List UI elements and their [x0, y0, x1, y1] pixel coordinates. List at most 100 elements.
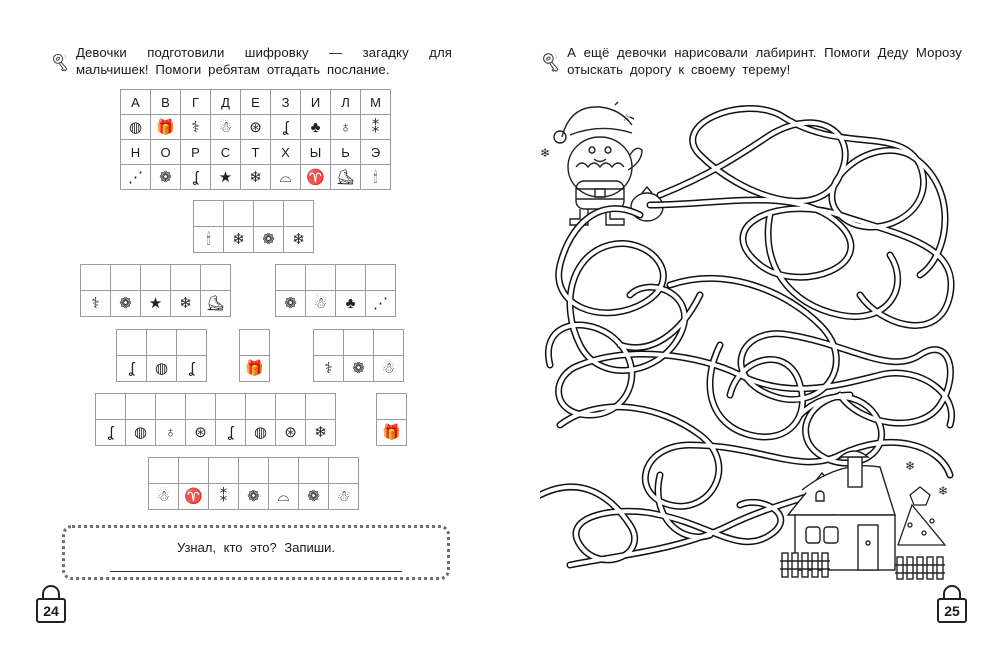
- answer-letter-cell[interactable]: [178, 457, 209, 484]
- answer-letter-cell[interactable]: [185, 393, 216, 420]
- cipher-symbol-cell: ☃: [328, 483, 359, 510]
- cipher-symbol-cell: ❁: [238, 483, 269, 510]
- key-letter: Ы: [300, 139, 331, 165]
- answer-letter-cell[interactable]: [305, 393, 336, 420]
- stocking-icon: ʆ: [192, 168, 199, 186]
- cipher-symbol-cell: 🕯: [193, 226, 224, 253]
- cipher-symbol-cell: ◍: [146, 355, 177, 382]
- answer-line[interactable]: [110, 571, 402, 572]
- cipher-symbol-cell: ʆ: [116, 355, 147, 382]
- party-popper-icon: ⋰: [128, 168, 143, 186]
- key-row-symbols-2: ⋰❁ʆ★❄⌓♈⛸🕯: [120, 164, 391, 190]
- answer-letter-cell[interactable]: [268, 457, 299, 484]
- candy-cane-icon: ⚕: [91, 295, 100, 312]
- key-letter: Р: [180, 139, 211, 165]
- answer-letter-cell[interactable]: [376, 393, 407, 420]
- cipher-symbol-cell: ❁: [253, 226, 284, 253]
- wreath-icon: ❁: [150, 164, 181, 190]
- answer-letter-cell[interactable]: [298, 457, 329, 484]
- candle-icon: 🕯: [360, 164, 391, 190]
- stocking-icon: ʆ: [128, 360, 135, 377]
- gift-icon: 🎁: [382, 424, 401, 441]
- party-popper-icon: ⋰: [120, 164, 151, 190]
- answer-letter-cell[interactable]: [275, 393, 306, 420]
- answer-letter-cell[interactable]: [215, 393, 246, 420]
- snowflake-icon: ❄: [249, 168, 262, 186]
- key-letter: Г: [180, 89, 211, 115]
- answer-letter-cell[interactable]: [335, 264, 366, 291]
- answer-letter-cell[interactable]: [146, 329, 177, 356]
- page-number-badge: 24: [36, 585, 66, 623]
- cipher-symbol-cell: ⁑: [208, 483, 239, 510]
- candy-cane-icon: ⚕: [191, 118, 200, 136]
- ornament-icon: ⊛: [240, 114, 271, 140]
- cipher-symbol-cell: ❄: [223, 226, 254, 253]
- snowy-house-icon: [780, 450, 945, 580]
- cipher-symbol-cell: 🎁: [376, 419, 407, 446]
- snow-globe-icon: ◍: [133, 424, 148, 441]
- answer-letter-cell[interactable]: [125, 393, 156, 420]
- cipher-symbol-cell: ◍: [125, 419, 156, 446]
- cipher-word-8: 🎁: [376, 393, 407, 446]
- star-icon: ★: [218, 168, 233, 186]
- cipher-symbol-cell: ❁: [275, 290, 306, 317]
- sleigh-icon: ⛸: [335, 168, 356, 186]
- answer-letter-cell[interactable]: [373, 329, 404, 356]
- snowflake-icon: ❄: [314, 424, 327, 441]
- answer-letter-cell[interactable]: [275, 264, 306, 291]
- answer-letter-cell[interactable]: [365, 264, 396, 291]
- ornament-icon: ⊛: [194, 424, 207, 441]
- key-letter: И: [300, 89, 331, 115]
- tree-icon: ♣: [310, 118, 321, 136]
- answer-letter-cell[interactable]: [155, 393, 186, 420]
- answer-letter-cell[interactable]: [313, 329, 344, 356]
- snowman-icon: ☃: [313, 295, 328, 312]
- answer-letter-cell[interactable]: [110, 264, 141, 291]
- maze-illustration: ☆ ❄: [540, 101, 955, 580]
- answer-letter-cell[interactable]: [239, 329, 270, 356]
- answer-letter-cell[interactable]: [80, 264, 111, 291]
- wreath-icon: ❁: [159, 168, 172, 186]
- cipher-symbol-cell: ☃: [305, 290, 336, 317]
- key-letter: Л: [330, 89, 361, 115]
- answer-letter-cell[interactable]: [170, 264, 201, 291]
- answer-letter-cell[interactable]: [193, 200, 224, 227]
- answer-letter-cell[interactable]: [305, 264, 336, 291]
- page-number: 24: [36, 598, 66, 623]
- gift-icon: 🎁: [245, 360, 264, 377]
- key-letter: Е: [240, 89, 271, 115]
- star-icon: ★: [148, 295, 163, 312]
- answer-letter-cell[interactable]: [343, 329, 374, 356]
- snowman-icon: ☃: [156, 488, 171, 505]
- page-25: А ещё девочки нарисовали лабиринт. Помог…: [500, 0, 1000, 656]
- key-letter: В: [150, 89, 181, 115]
- snowflakes-icon: ⁑: [219, 488, 228, 505]
- answer-letter-cell[interactable]: [176, 329, 207, 356]
- answer-letter-cell[interactable]: [328, 457, 359, 484]
- answer-letter-cell[interactable]: [223, 200, 254, 227]
- answer-letter-cell[interactable]: [245, 393, 276, 420]
- wreath-icon: ❁: [307, 488, 320, 505]
- key-letter: Х: [270, 139, 301, 165]
- cipher-symbol-cell: ◍: [245, 419, 276, 446]
- answer-letter-cell[interactable]: [95, 393, 126, 420]
- answer-letter-cell[interactable]: [116, 329, 147, 356]
- cipher-symbol-cell: 🎁: [239, 355, 270, 382]
- answer-letter-cell[interactable]: [238, 457, 269, 484]
- cipher-word-3: ❁☃♣⋰: [275, 264, 396, 317]
- answer-letter-cell[interactable]: [253, 200, 284, 227]
- svg-text:☆: ☆: [622, 113, 631, 124]
- snow-globe-icon: ◍: [253, 424, 268, 441]
- answer-letter-cell[interactable]: [283, 200, 314, 227]
- answer-letter-cell[interactable]: [200, 264, 231, 291]
- answer-letter-cell[interactable]: [148, 457, 179, 484]
- answer-letter-cell[interactable]: [208, 457, 239, 484]
- cipher-instruction: Девочки подготовили шифровку — загадку д…: [52, 44, 452, 80]
- cipher-symbol-cell: ⌓: [268, 483, 299, 510]
- lock-icon: [943, 585, 961, 603]
- cipher-word-1: 🕯❄❁❄: [193, 200, 314, 253]
- key-letter: Ь: [330, 139, 361, 165]
- answer-prompt: Узнал, кто это? Запиши.: [176, 540, 336, 555]
- answer-letter-cell[interactable]: [140, 264, 171, 291]
- gift-icon: 🎁: [156, 118, 175, 136]
